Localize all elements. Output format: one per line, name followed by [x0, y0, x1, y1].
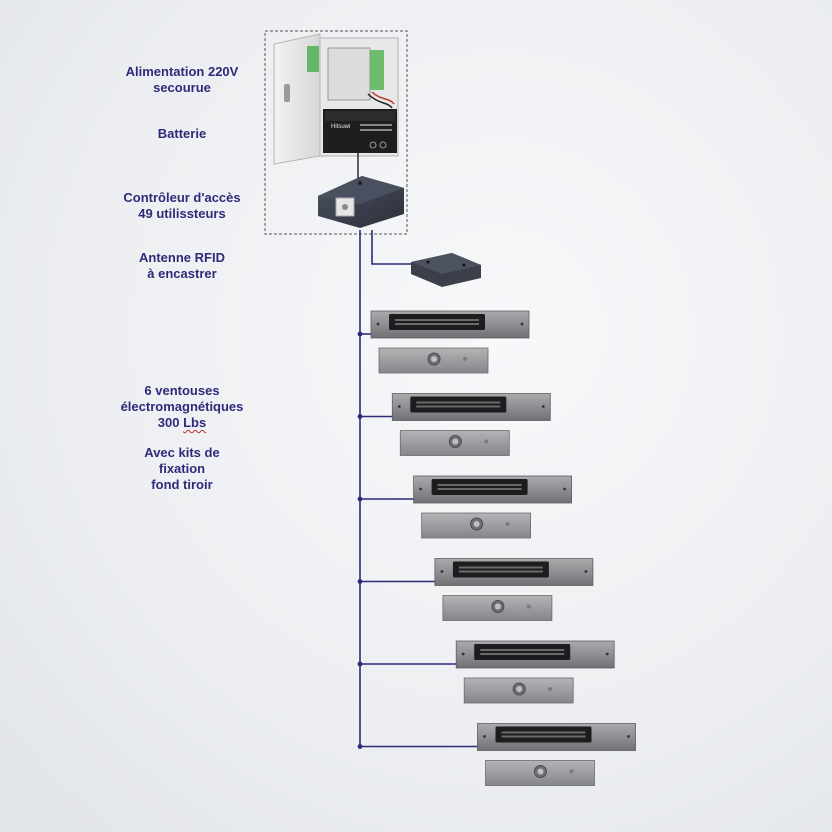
- armature-plate-5: [464, 678, 573, 703]
- armature-plate-6: [486, 761, 595, 786]
- rfid-antenna: [411, 253, 481, 287]
- lock-pair-6: [478, 724, 636, 786]
- junction-dot-4: [358, 579, 363, 584]
- armature-plate-4: [443, 596, 552, 621]
- junction-dot-6: [358, 744, 363, 749]
- terminal-block: [307, 46, 319, 72]
- magnet-lock-2: [392, 394, 550, 421]
- junction-dot-5: [358, 662, 363, 667]
- armature-plate-2: [400, 431, 509, 456]
- lock-pair-5: [456, 641, 614, 703]
- armature-plate-3: [422, 513, 531, 538]
- lock-pair-4: [435, 559, 593, 621]
- electromagnetic-locks: [371, 311, 636, 786]
- battery-brand-text: Hitsuwi: [331, 124, 350, 130]
- fuse-board: [370, 50, 384, 90]
- magnet-lock-5: [456, 641, 614, 668]
- junction-dot-3: [358, 497, 363, 502]
- antenna-wire: [372, 230, 411, 264]
- magnet-lock-1: [371, 311, 529, 338]
- armature-plate-1: [379, 348, 488, 373]
- junction-dot-2: [358, 414, 363, 419]
- battery: Hitsuwi: [323, 109, 397, 153]
- lock-pair-1: [371, 311, 529, 373]
- access-controller: [318, 176, 404, 228]
- lock-pair-3: [414, 476, 572, 538]
- magnet-lock-3: [414, 476, 572, 503]
- magnet-lock-4: [435, 559, 593, 586]
- magnet-lock-6: [478, 724, 636, 751]
- door-lock-icon: [284, 84, 290, 102]
- psu-board: [328, 48, 370, 100]
- junction-dot-1: [358, 332, 363, 337]
- lock-pair-2: [392, 394, 550, 456]
